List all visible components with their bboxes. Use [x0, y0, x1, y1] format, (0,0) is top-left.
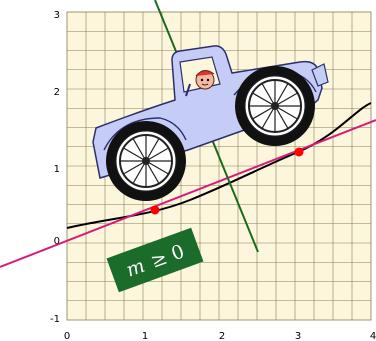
wheel-spoke	[132, 138, 147, 162]
wheel-spoke	[145, 160, 169, 175]
y-axis-ticks: 3 2 1 0 -1	[50, 10, 60, 325]
x-tick-4: 4	[370, 331, 376, 341]
rear-fender	[103, 117, 187, 151]
wheel-spoke	[145, 147, 169, 162]
contact-point-rear	[150, 205, 160, 215]
wheel-icon	[235, 66, 315, 146]
wheel-spoke	[261, 105, 276, 129]
wheel-icon	[106, 121, 186, 201]
wheel-spoke	[274, 83, 289, 107]
wheel-spoke	[274, 105, 298, 120]
x-tick-2: 2	[219, 331, 225, 341]
y-tick-2: 2	[54, 87, 60, 98]
x-tick-1: 1	[142, 331, 148, 341]
front-bumper	[311, 63, 329, 87]
driver-icon	[195, 70, 215, 90]
x-tick-3: 3	[295, 331, 301, 341]
y-tick-1: 1	[54, 164, 60, 175]
wheel-spoke	[252, 92, 276, 107]
wheel-spoke	[252, 105, 276, 120]
wheel-spoke	[145, 160, 160, 184]
x-axis-ticks: 0 1 2 3 4	[64, 331, 376, 341]
slope-label-bg	[106, 227, 204, 293]
wheel-spoke	[274, 92, 298, 107]
wheel-spoke	[132, 160, 147, 184]
contact-point-front	[294, 147, 304, 157]
jeep-icon	[92, 45, 329, 201]
wheel-spoke	[123, 147, 147, 162]
y-tick-0: 0	[54, 236, 60, 247]
slope-label: m ≥ 0	[106, 227, 204, 293]
y-tick-minus1: -1	[50, 314, 60, 325]
wheel-spoke	[274, 105, 289, 129]
steering-column	[185, 83, 191, 97]
wheel-spoke	[261, 83, 276, 107]
wheel-spoke	[123, 160, 147, 175]
curve	[66, 102, 372, 229]
y-tick-3: 3	[54, 10, 60, 21]
wheel-spoke	[145, 138, 160, 162]
x-tick-0: 0	[64, 331, 70, 341]
tangent-line	[0, 119, 376, 268]
